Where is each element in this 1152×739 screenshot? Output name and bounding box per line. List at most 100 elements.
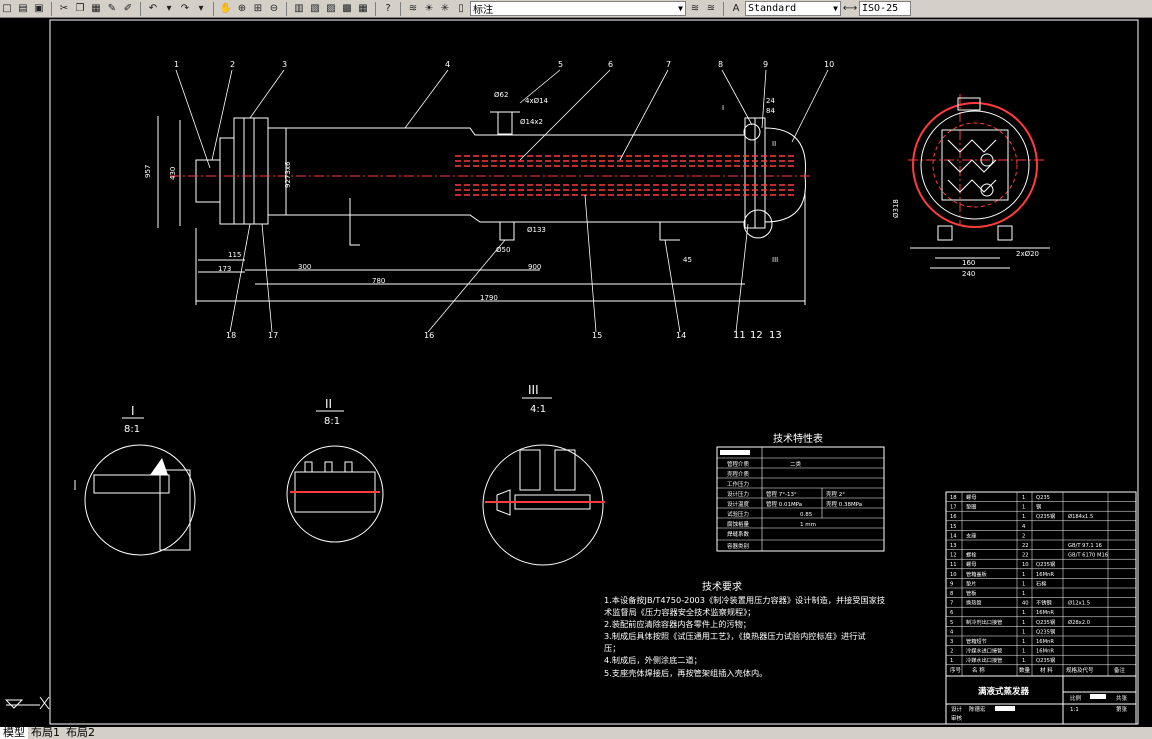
markup-icon[interactable]: ▩ bbox=[342, 3, 352, 14]
match-properties-icon[interactable]: ✎ bbox=[107, 3, 117, 14]
balloon-2: 2 bbox=[230, 60, 235, 69]
dim-text-24: 24 bbox=[766, 97, 775, 105]
redacted-block bbox=[995, 706, 1015, 711]
detail-i-plate bbox=[93, 474, 170, 494]
detail-iii-circle bbox=[482, 444, 604, 566]
separator bbox=[51, 1, 52, 16]
ucs-arrow bbox=[4, 699, 24, 709]
open-icon[interactable]: ▤ bbox=[18, 3, 28, 14]
freeze-icon[interactable]: ✳ bbox=[440, 3, 450, 14]
zoom-window-icon[interactable]: ⊞ bbox=[253, 3, 263, 14]
zoom-previous-icon[interactable]: ⊖ bbox=[269, 3, 279, 14]
lock-icon[interactable]: ▯ bbox=[458, 3, 464, 14]
parts-cell-name: 管板 bbox=[966, 589, 977, 597]
tab-layout1[interactable]: 布局1 bbox=[31, 726, 60, 739]
tube-pattern-row bbox=[947, 179, 997, 193]
paste-icon[interactable]: ▦ bbox=[91, 3, 101, 14]
dim-style-icon[interactable]: ⟷ bbox=[842, 3, 858, 14]
leader-2 bbox=[211, 69, 233, 161]
support-left bbox=[349, 198, 360, 246]
zoom-realtime-icon[interactable]: ⊕ bbox=[237, 3, 247, 14]
parts-cell-no: 7 bbox=[950, 601, 953, 607]
pan-icon[interactable]: ✋ bbox=[219, 3, 233, 14]
header-mat: 材 料 bbox=[1040, 666, 1053, 674]
parts-cell-qty: 1 bbox=[1022, 505, 1025, 511]
parts-cell-no: 9 bbox=[950, 581, 953, 587]
parts-cell-name: 冷媒水出口接管 bbox=[966, 656, 1002, 664]
parts-cell-no: 18 bbox=[950, 495, 957, 501]
parts-cell-no: 6 bbox=[950, 610, 953, 616]
tech-row-3: 设计压力 bbox=[727, 490, 749, 498]
layout-tabs: 模型 布局1 布局2 bbox=[0, 727, 1152, 739]
detail-iii-label: III bbox=[528, 383, 539, 397]
leader-6 bbox=[519, 69, 611, 161]
parts-cell-mat: Q235钢 bbox=[1036, 656, 1055, 664]
save-icon[interactable]: ▣ bbox=[34, 3, 44, 14]
tube-sheet-right bbox=[754, 117, 766, 229]
balloon-15: 15 bbox=[592, 331, 602, 340]
detail-view-ii: II 8:1 bbox=[286, 397, 384, 543]
redo-icon[interactable]: ↷ bbox=[180, 3, 190, 14]
scale-label: 比例 bbox=[1070, 694, 1082, 702]
properties-icon[interactable]: ▥ bbox=[294, 3, 304, 14]
tech-row-8: 容器类别 bbox=[727, 542, 749, 550]
parts-cell-no: 15 bbox=[950, 524, 957, 530]
new-icon[interactable]: □ bbox=[2, 3, 12, 14]
tab-model[interactable]: 模型 bbox=[0, 727, 28, 739]
cut-icon[interactable]: ✂ bbox=[59, 3, 69, 14]
make-current-layer-icon[interactable]: ≋ bbox=[690, 3, 700, 14]
redo-dropdown-icon[interactable]: ▾ bbox=[198, 3, 204, 14]
layer-previous-icon[interactable]: ≊ bbox=[706, 3, 716, 14]
balloon-labels: 1 2 3 4 5 6 7 8 9 10 18 17 16 15 14 11 1… bbox=[174, 60, 834, 341]
layer-manager-icon[interactable]: ≋ bbox=[408, 3, 418, 14]
leader-18 bbox=[229, 223, 251, 333]
drawer-name: 陈德宏 bbox=[969, 705, 986, 713]
tech-row-7: 焊缝系数 bbox=[727, 530, 750, 538]
dim-text-160: 160 bbox=[962, 259, 975, 267]
parts-cell-mat: 16MnR bbox=[1036, 639, 1054, 645]
parts-cell-no: 4 bbox=[950, 629, 954, 635]
detail-ii-label: II bbox=[325, 397, 332, 411]
design-center-icon[interactable]: ▧ bbox=[310, 3, 320, 14]
separator bbox=[400, 1, 401, 16]
parts-cell-no: 14 bbox=[950, 533, 957, 539]
tech-row-1: 壳程介质 bbox=[727, 470, 750, 478]
balloon-9: 9 bbox=[763, 60, 768, 69]
detail-i-scale: 8:1 bbox=[124, 424, 140, 435]
help-icon[interactable]: ? bbox=[385, 3, 391, 14]
tool-palette-icon[interactable]: ▨ bbox=[326, 3, 336, 14]
tech-val-b: 壳程 2° bbox=[826, 490, 845, 498]
nozzle-circle-top bbox=[980, 153, 994, 167]
text-style-dropdown[interactable]: Standard ▼ bbox=[745, 1, 841, 16]
tech-val-a: 管程 7°-13° bbox=[766, 490, 797, 498]
lightbulb-icon[interactable]: ☀ bbox=[424, 3, 434, 14]
undo-dropdown-icon[interactable]: ▾ bbox=[166, 3, 172, 14]
dim-text-phi62: Ø62 bbox=[494, 91, 508, 99]
title-block-fields: 比例 1:1 共张 第张 设计 陈德宏 审核 bbox=[951, 694, 1128, 722]
leader-4 bbox=[404, 69, 449, 129]
layer-dropdown[interactable]: 标注 ▼ bbox=[470, 1, 686, 16]
leader-9 bbox=[761, 69, 767, 129]
balloon-6: 6 bbox=[608, 60, 613, 69]
copy-icon[interactable]: ❐ bbox=[75, 3, 85, 14]
dim-text-300: 300 bbox=[298, 263, 311, 271]
dim-text-900: 900 bbox=[528, 263, 541, 271]
support-foot-left bbox=[937, 225, 953, 241]
brush-icon[interactable]: ✐ bbox=[123, 3, 133, 14]
drawing-canvas[interactable]: 1 2 3 4 5 6 7 8 9 10 18 17 16 15 14 11 1… bbox=[0, 18, 1152, 727]
leader-14 bbox=[664, 239, 681, 333]
parts-cell-mat: Q235钢 bbox=[1036, 560, 1055, 568]
tech-row-6: 腐蚀裕量 bbox=[727, 520, 750, 528]
dim-style-dropdown[interactable]: ISO-25 bbox=[859, 1, 911, 16]
tech-row-2: 工作压力 bbox=[727, 480, 749, 488]
drawing-frame bbox=[49, 19, 1139, 725]
parts-cell-name: 垫圈 bbox=[966, 503, 976, 511]
req-line-0: 1.本设备按JB/T4750-2003《制冷装置用压力容器》设计制造，并接受国家… bbox=[604, 595, 885, 605]
tab-layout2[interactable]: 布局2 bbox=[66, 726, 95, 739]
tech-row-0: 管程介质 bbox=[727, 460, 750, 468]
parts-cell-mat: Q235钢 bbox=[1036, 618, 1055, 626]
undo-icon[interactable]: ↶ bbox=[148, 3, 158, 14]
calculator-icon[interactable]: ▦ bbox=[358, 3, 368, 14]
text-style-icon[interactable]: A bbox=[732, 3, 740, 14]
